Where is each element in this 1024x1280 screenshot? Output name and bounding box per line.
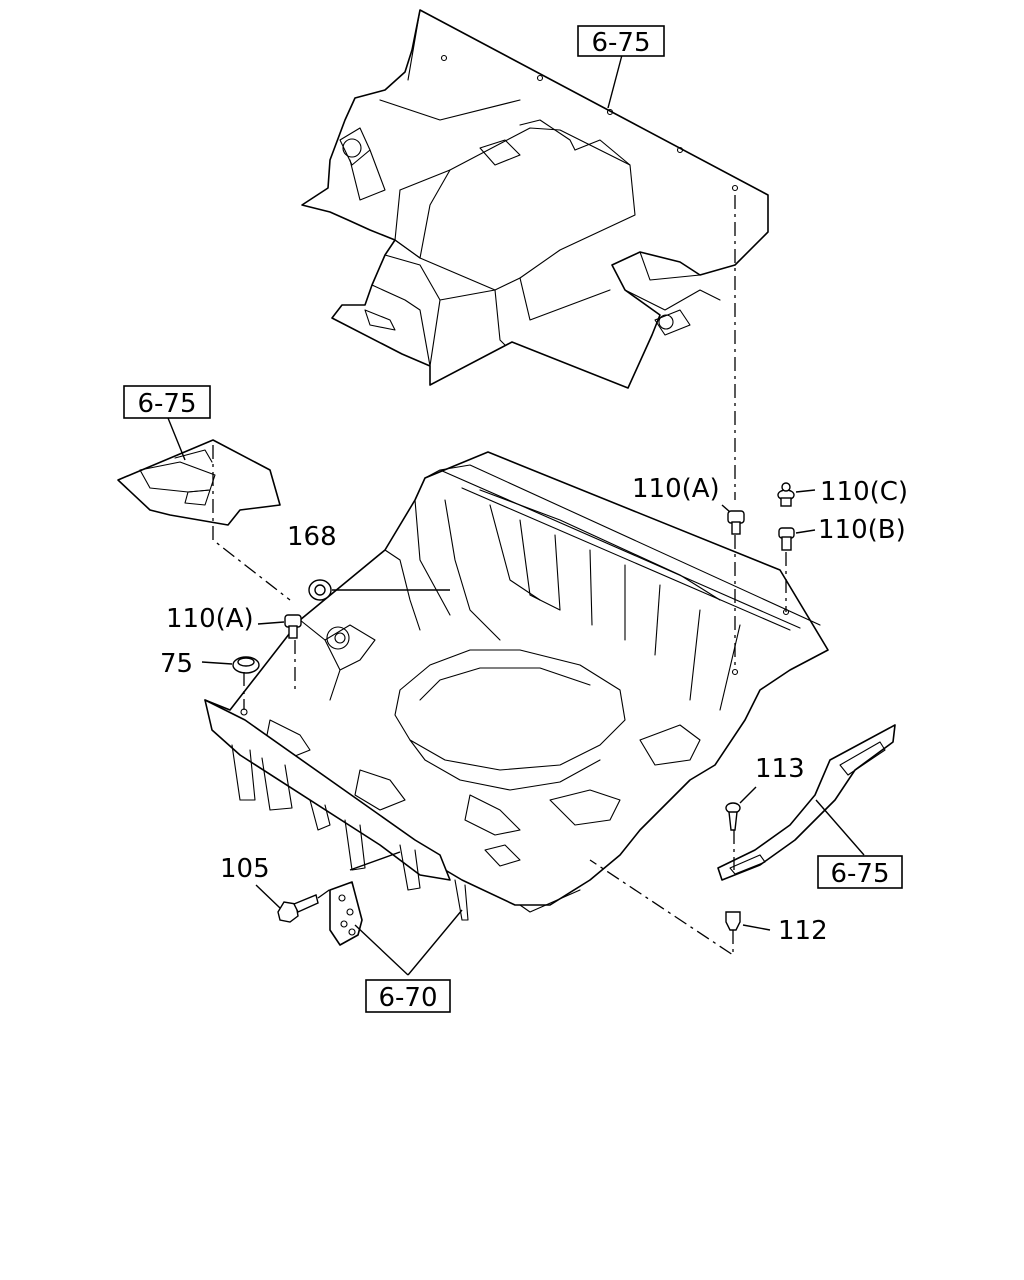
front-cross-member bbox=[204, 699, 581, 921]
upper-floor-mat bbox=[301, 9, 769, 389]
label-110b: 110(B) bbox=[818, 515, 906, 545]
label-105: 105 bbox=[220, 854, 270, 884]
ref-label-left: 6-75 bbox=[137, 389, 196, 419]
screw-113-icon bbox=[725, 802, 741, 831]
leader-lines bbox=[167, 54, 865, 976]
label-110c: 110(C) bbox=[820, 477, 908, 507]
label-110a-left: 110(A) bbox=[166, 604, 254, 634]
fastener-110a-upper-icon bbox=[727, 510, 745, 535]
ref-box-bottom: 6-70 bbox=[365, 979, 451, 1013]
bracket-6-70 bbox=[329, 881, 363, 946]
ref-label-top: 6-75 bbox=[591, 28, 650, 58]
clip-112-icon bbox=[725, 911, 741, 931]
ref-box-top: 6-75 bbox=[577, 25, 665, 58]
ref-box-right: 6-75 bbox=[817, 855, 903, 889]
fastener-168-icon bbox=[308, 579, 332, 601]
fastener-110a-left-icon bbox=[284, 614, 302, 639]
ref-label-bottom: 6-70 bbox=[378, 983, 437, 1013]
fastener-110c-icon bbox=[777, 482, 795, 507]
label-112: 112 bbox=[778, 916, 828, 946]
left-floor-mat bbox=[117, 439, 281, 526]
side-step bbox=[717, 724, 896, 881]
dashed-lines bbox=[212, 195, 787, 957]
fastener-110b-icon bbox=[778, 527, 795, 551]
label-75: 75 bbox=[160, 649, 193, 679]
bolt-105-icon bbox=[277, 894, 319, 923]
grommet-75-icon bbox=[232, 656, 260, 674]
label-168: 168 bbox=[287, 522, 337, 552]
label-110a-upper: 110(A) bbox=[632, 474, 720, 504]
label-113: 113 bbox=[755, 754, 805, 784]
ref-label-right: 6-75 bbox=[830, 859, 889, 889]
ref-box-left: 6-75 bbox=[123, 385, 211, 419]
